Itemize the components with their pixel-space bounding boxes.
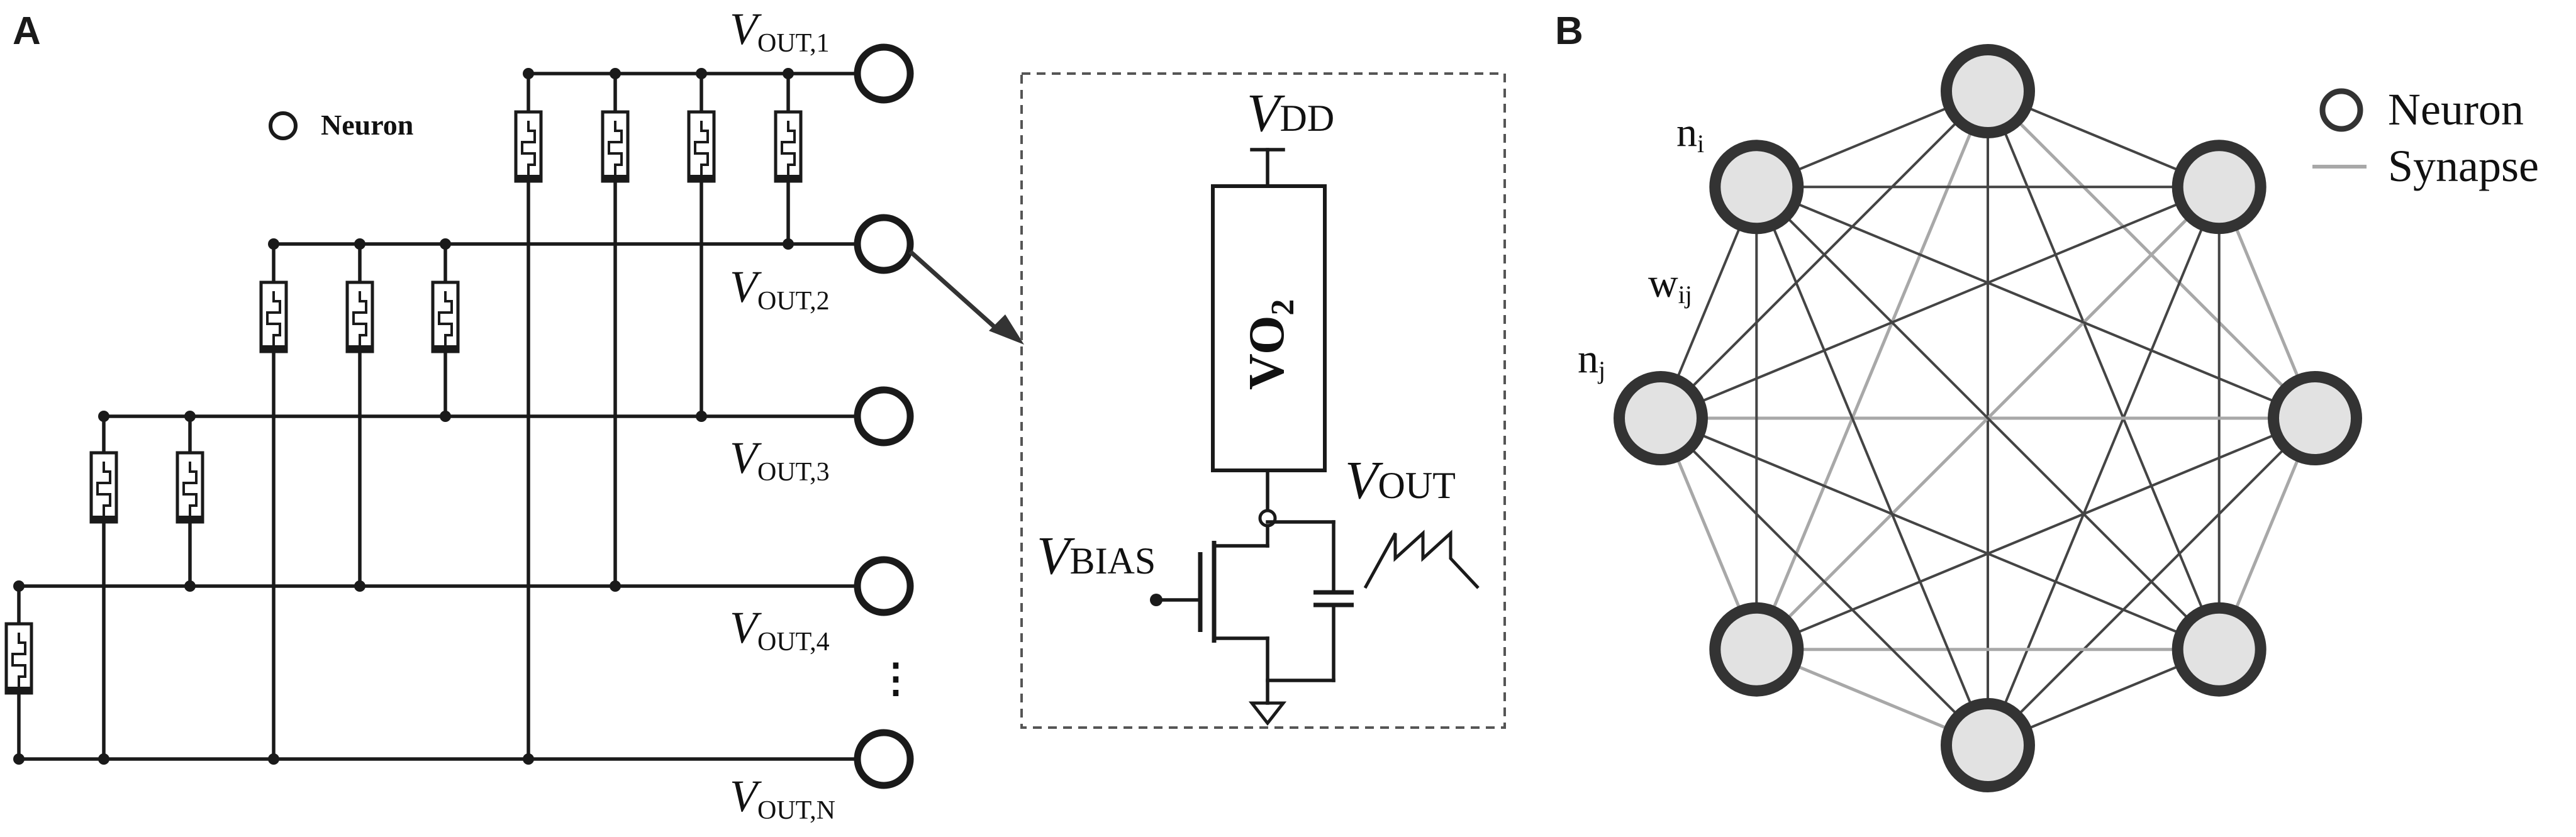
ground-symbol xyxy=(1248,701,1287,726)
synapse-device xyxy=(260,282,287,353)
output-neuron-1 xyxy=(854,43,914,104)
synapse-edge xyxy=(1987,186,2221,746)
junction-dot xyxy=(13,753,25,765)
synapse-edge xyxy=(1659,417,1989,746)
junction-dot xyxy=(783,238,794,250)
synapse-device xyxy=(601,112,629,182)
output-lines xyxy=(17,72,856,761)
panel-a-tag: A xyxy=(13,9,41,53)
vbias-label: VBIAS xyxy=(1037,525,1156,585)
junction-dot xyxy=(268,238,279,250)
hopfield-neuron-4 xyxy=(2172,602,2267,697)
panel-a: A Neuron xyxy=(5,4,1506,825)
neuron-circuit-inset: VDD VO2 VOUT VBIAS xyxy=(1020,72,1506,729)
vo2-device xyxy=(1211,184,1327,472)
hopfield-neuron-2 xyxy=(2172,140,2267,235)
legend-neuron-b-icon xyxy=(2319,88,2363,132)
synapse-edge xyxy=(1755,186,1989,746)
legend-b: Neuron Synapse xyxy=(2312,84,2539,191)
output-label-3: VOUT,3 xyxy=(730,433,830,487)
weight-label: wij xyxy=(1648,260,1692,309)
synapse-edge xyxy=(1754,91,1990,650)
junction-dot xyxy=(354,580,365,592)
hopfield-neuron-1 xyxy=(1941,44,2035,138)
junction-dot xyxy=(523,753,534,765)
output-label-2: VOUT,2 xyxy=(730,262,830,316)
output-ellipsis: ⋮ xyxy=(876,656,916,701)
junction-dot xyxy=(783,68,794,79)
vdd-label: VDD xyxy=(1247,82,1334,143)
junction-dot xyxy=(696,68,707,79)
synapse-device xyxy=(176,453,204,523)
output-neuron-n xyxy=(854,729,914,789)
legend-neuron-a-label: Neuron xyxy=(321,109,413,141)
synapse-devices xyxy=(5,112,802,694)
synapse-device xyxy=(90,453,118,523)
junction-dot xyxy=(184,580,196,592)
synapse-device xyxy=(432,282,459,353)
junction-dot xyxy=(440,238,451,250)
oscillation-waveform xyxy=(1363,529,1480,589)
synapse-device xyxy=(346,282,374,353)
output-neuron-3 xyxy=(854,386,914,446)
output-neuron-4 xyxy=(854,556,914,616)
output-label-n: VOUT,N xyxy=(730,771,835,825)
vo2-label: VO2 xyxy=(1239,299,1301,390)
hopfield-neurons xyxy=(1614,44,2362,792)
junction-dot xyxy=(610,580,621,592)
junction-dot xyxy=(696,411,707,422)
hopfield-neuron-6 xyxy=(1709,602,1804,697)
synapse-edge xyxy=(1660,186,2220,419)
neuron-i-label: ni xyxy=(1676,109,1704,158)
legend-synapse-label: Synapse xyxy=(2388,141,2539,191)
hopfield-neuron-3 xyxy=(2268,371,2362,465)
synapse-edge xyxy=(1987,91,2221,650)
hopfield-neuron-8 xyxy=(1709,140,1804,235)
zoom-arrow-line xyxy=(908,250,1002,334)
vout-label: VOUT xyxy=(1345,450,1456,510)
legend-neuron-a-icon xyxy=(269,111,298,140)
synapse-edge xyxy=(1756,417,2316,651)
hopfield-neuron-7 xyxy=(1614,371,1708,465)
output-neuron-2 xyxy=(854,214,914,274)
legend-neuron-b-label: Neuron xyxy=(2388,84,2524,135)
inset-frame xyxy=(1020,72,1506,729)
gate-terminal xyxy=(1150,594,1163,606)
output-neurons xyxy=(854,43,914,789)
synapse-edge xyxy=(1660,417,2220,651)
junction-dot xyxy=(268,753,279,765)
zoom-arrow xyxy=(908,250,1024,345)
panel-b-tag: B xyxy=(1555,9,1583,53)
output-label-4: VOUT,4 xyxy=(730,602,830,657)
junction-dot xyxy=(354,238,365,250)
junction-dot xyxy=(13,580,25,592)
junction-dots xyxy=(13,68,794,765)
synapse-edge xyxy=(1756,186,2316,419)
junction-dot xyxy=(610,68,621,79)
output-labels: VOUT,1 VOUT,2 VOUT,3 VOUT,4 VOUT,N ⋮ xyxy=(730,4,916,825)
synapse-edges xyxy=(1659,90,2317,747)
synapse-device xyxy=(515,112,542,182)
junction-dot xyxy=(440,411,451,422)
junction-dot xyxy=(98,753,109,765)
output-label-1: VOUT,1 xyxy=(730,4,830,58)
panel-b: B ni wij nj Neuron Synapse xyxy=(1555,9,2539,792)
junction-dot xyxy=(184,411,196,422)
junction-dot xyxy=(523,68,534,79)
hopfield-neuron-5 xyxy=(1941,698,2035,792)
legend-neuron-a: Neuron xyxy=(269,109,413,141)
zoom-arrow-head xyxy=(989,314,1024,345)
junction-dot xyxy=(98,411,109,422)
neuron-j-label: nj xyxy=(1578,336,1605,384)
synapse-device xyxy=(774,112,802,182)
synapse-device xyxy=(688,112,715,182)
synapse-edge xyxy=(1755,186,2221,651)
synapse-device xyxy=(5,624,33,694)
